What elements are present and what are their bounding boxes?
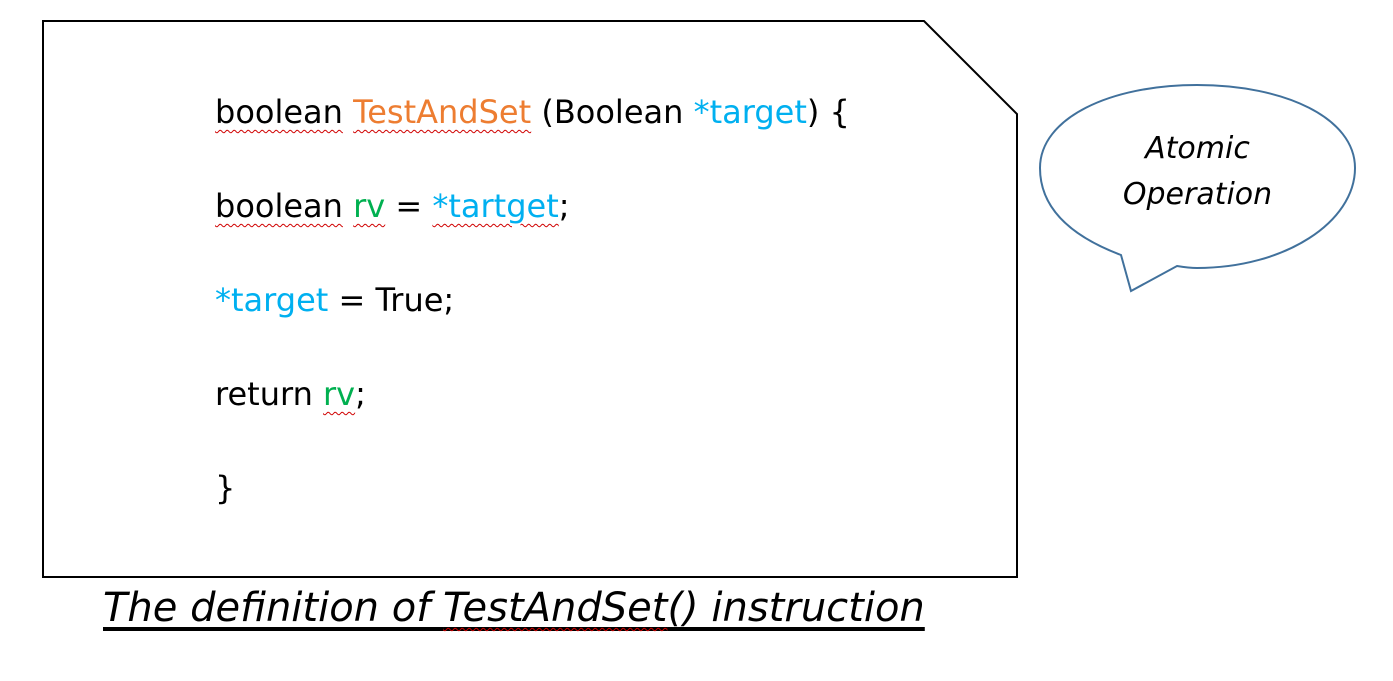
assign-op: = [385,187,433,225]
caption-pre: The definition of [103,585,444,631]
function-name: TestAndSet [353,93,532,131]
variable-rv: rv [323,375,356,413]
param-type: (Boolean [531,93,694,131]
bubble-label: Atomic Operation [1095,126,1300,218]
closing-brace: } [215,469,236,507]
pointer-tartget: *tartget [432,187,559,225]
code-line-4: return rv; [215,374,366,414]
pointer-target: *target [693,93,807,131]
code-box [42,20,1018,578]
code-line-3: *target = True; [215,280,454,320]
bubble-line-2: Operation [1122,177,1273,212]
code-line-2: boolean rv = *tartget; [215,186,570,226]
type-keyword: boolean [215,187,343,225]
caption-post: () instruction [667,585,925,631]
code-line-5: } [215,468,235,508]
variable-rv: rv [353,187,386,225]
return-keyword: return [215,375,324,413]
type-keyword: boolean [215,93,343,131]
line2-tail: ; [558,187,570,225]
code-line-1: boolean TestAndSet (Boolean *target) { [215,92,850,132]
line4-tail: ; [355,375,366,413]
speech-bubble [1038,83,1357,293]
line3-tail: = True; [328,281,455,319]
caption-func: TestAndSet [443,585,668,631]
caption: The definition of TestAndSet() instructi… [103,583,925,633]
pointer-target: *target [215,281,329,319]
line1-tail: ) { [806,93,850,131]
bubble-line-1: Atomic [1145,131,1250,166]
